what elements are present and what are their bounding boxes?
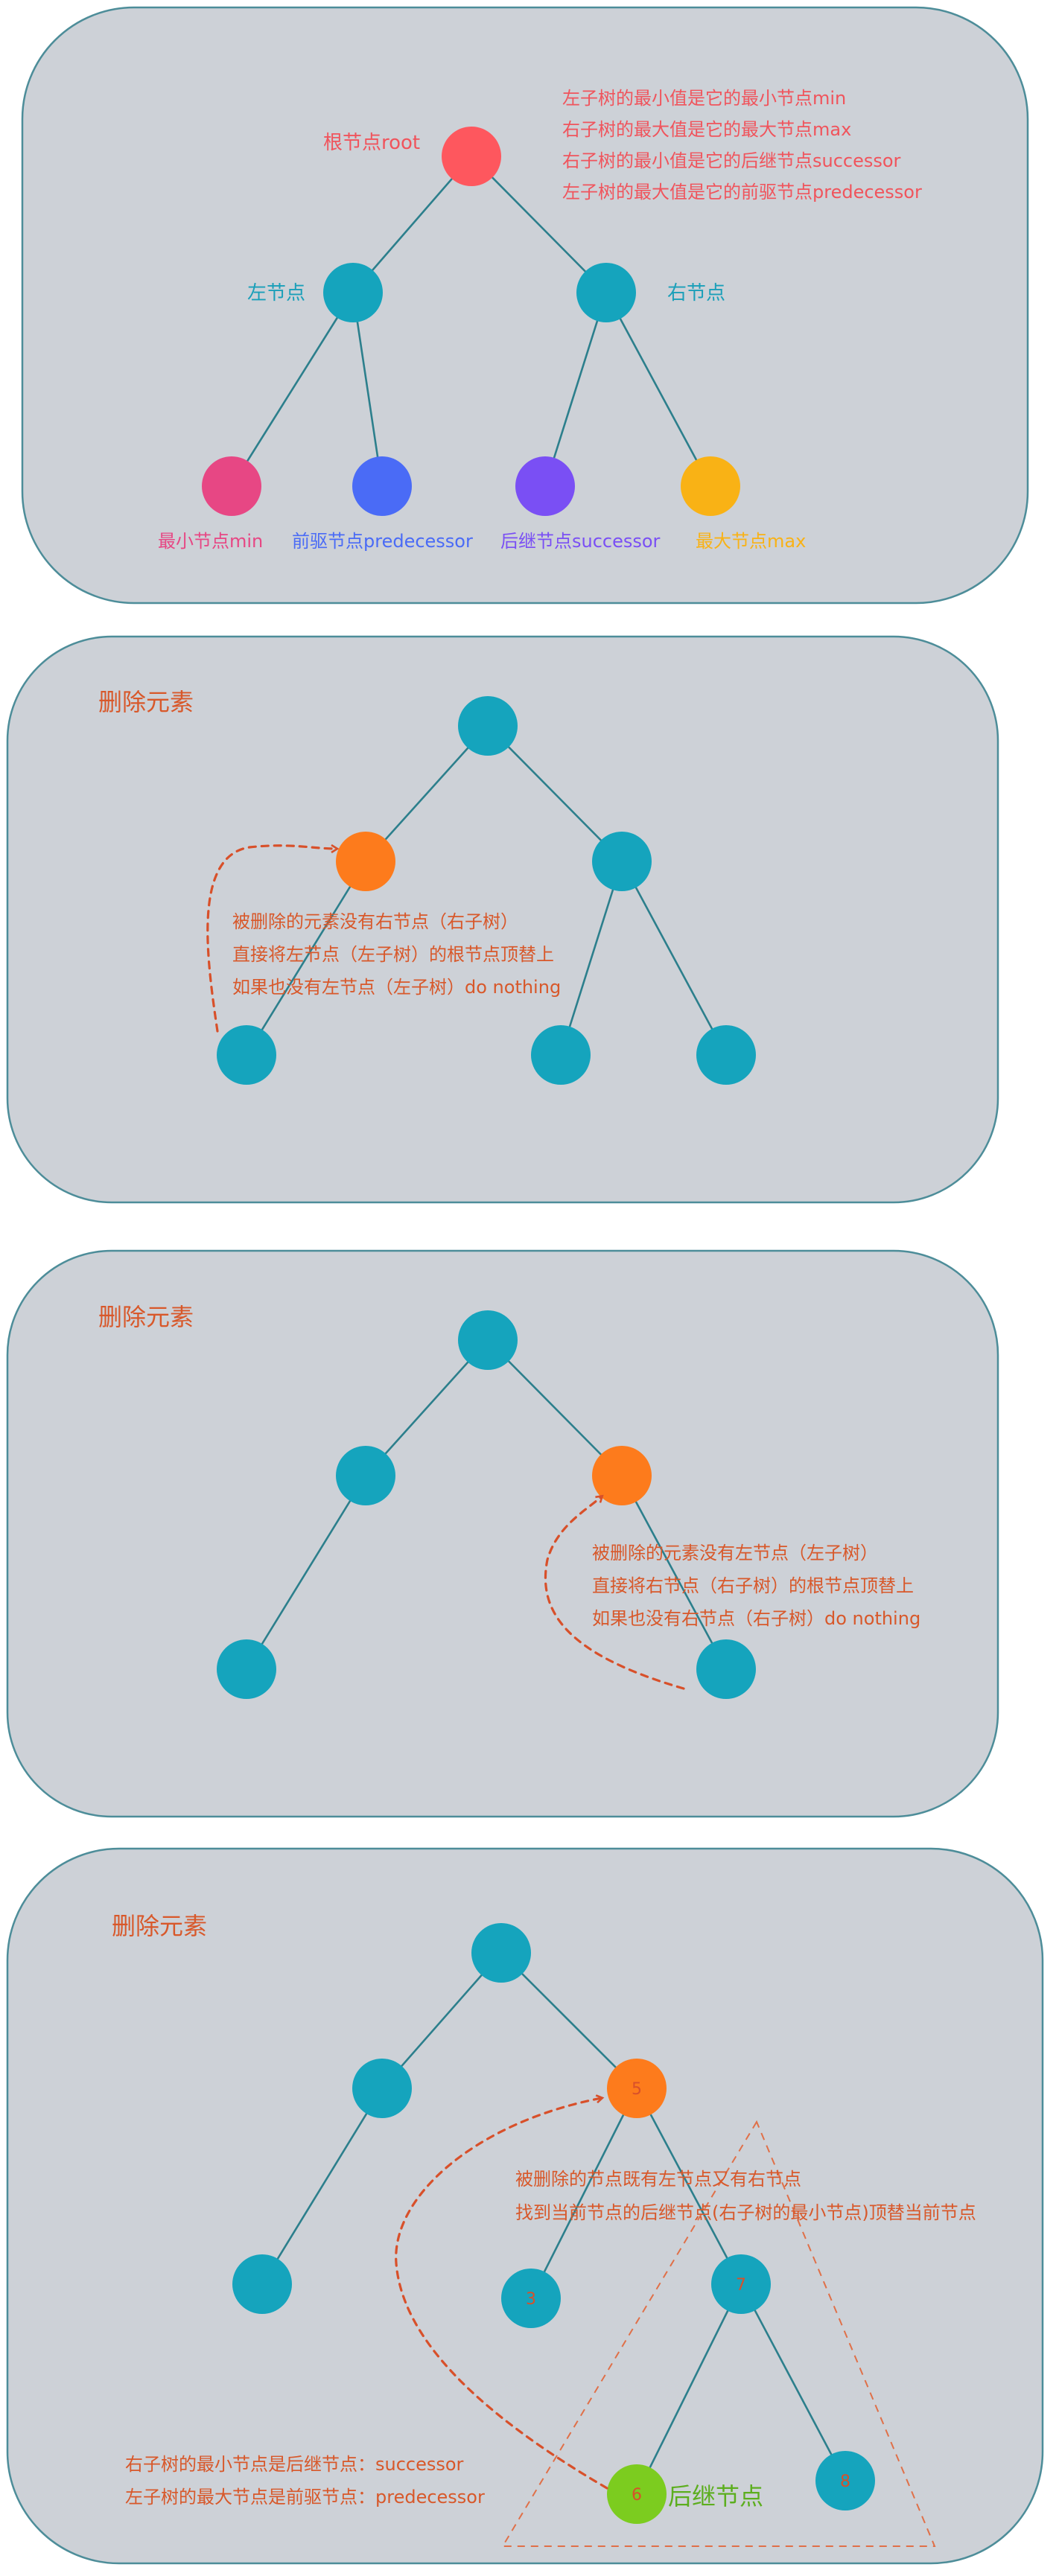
panel-4-background xyxy=(6,1847,1044,2565)
p2-replace-arrow xyxy=(206,846,337,1033)
p2-root-node xyxy=(458,696,518,756)
edge-p4-left-child xyxy=(261,2087,384,2286)
p4-note-2: 找到当前节点的后继节点(右子树的最小节点)顶替当前节点 xyxy=(515,2202,976,2223)
edge-left-min xyxy=(230,291,354,488)
p4-replace-arrow xyxy=(395,2098,608,2490)
root-label: 根节点root xyxy=(323,132,420,154)
p4-node-5 xyxy=(607,2059,667,2118)
max-node xyxy=(681,456,740,516)
p3-left-child-node xyxy=(217,1639,276,1699)
edge-p2-right-right xyxy=(620,860,728,1056)
successor-label: 后继节点successor xyxy=(500,531,661,552)
p2-left-child-node xyxy=(217,1025,276,1085)
right-subtree-triangle xyxy=(501,2120,936,2547)
p3-title: 删除元素 xyxy=(98,1303,194,1331)
p4-node-3 xyxy=(501,2269,561,2328)
edge-root-right xyxy=(470,155,608,294)
p3-note-1: 被删除的元素没有左节点（左子树） xyxy=(592,1543,878,1563)
p4-title: 删除元素 xyxy=(112,1912,207,1940)
p3-root-node xyxy=(458,1310,518,1370)
p4-root-node xyxy=(471,1923,531,1983)
note-line-1: 左子树的最小值是它的最小节点min xyxy=(562,88,846,109)
edge-p3-root-right xyxy=(486,1339,623,1477)
p3-left-node xyxy=(336,1446,395,1505)
edge-p3-left-child xyxy=(245,1474,367,1671)
min-label: 最小节点min xyxy=(158,531,263,552)
edge-p2-root-right xyxy=(486,724,623,863)
p3-note-2: 直接将右节点（右子树）的根节点顶替上 xyxy=(592,1575,914,1596)
edge-p3-right-child xyxy=(620,1474,728,1671)
p4-left-node xyxy=(352,2059,412,2118)
panel-delete-no-right: 删除元素 被删除的元素没有右节点（右子树） 直接将左节点（左子树）的根节点顶替上… xyxy=(6,635,999,1204)
p3-deleted-node xyxy=(592,1446,652,1505)
right-node-label: 右节点 xyxy=(667,282,725,305)
edge-p4-5-3 xyxy=(530,2087,638,2300)
p4-node-7 xyxy=(711,2254,771,2314)
panel-delete-no-left: 删除元素 被删除的元素没有左节点（左子树） 直接将右节点（右子树）的根节点顶替上… xyxy=(6,1249,999,1818)
left-node-label: 左节点 xyxy=(247,282,305,305)
p2-note-1: 被删除的元素没有右节点（右子树） xyxy=(232,911,518,932)
p4-node-5-value: 5 xyxy=(632,2080,642,2099)
p3-note-3: 如果也没有右节点（右子树）do nothing xyxy=(592,1608,920,1629)
right-node xyxy=(576,263,636,322)
edge-p2-right-left xyxy=(559,860,623,1056)
successor-node-label: 后继节点 xyxy=(668,2482,763,2510)
edge-left-pred xyxy=(352,291,384,488)
p4-node-7-value: 7 xyxy=(736,2276,746,2295)
p4-bottom-note-1: 右子树的最小节点是后继节点：successor xyxy=(125,2454,464,2475)
min-node xyxy=(202,456,261,516)
predecessor-label: 前驱节点predecessor xyxy=(292,531,473,552)
edge-p4-7-6 xyxy=(635,2283,742,2496)
edge-p4-root-right xyxy=(500,1951,638,2090)
edge-root-left xyxy=(352,155,473,294)
predecessor-node xyxy=(352,456,412,516)
note-line-2: 右子树的最大值是它的最大节点max xyxy=(562,119,851,140)
p4-node-6-value: 6 xyxy=(632,2486,642,2505)
p4-node-8 xyxy=(815,2451,875,2510)
panel-delete-two-children: 5 3 7 6 8 删除元素 被删除的节点既有左节点又有右节点 找到当前节点的后… xyxy=(6,1847,1044,2565)
p4-note-1: 被删除的节点既有左节点又有右节点 xyxy=(515,2169,801,2190)
p2-note-3: 如果也没有左节点（左子树）do nothing xyxy=(232,977,561,998)
edge-right-max xyxy=(605,291,712,488)
p4-bottom-note-2: 左子树的最大节点是前驱节点：predecessor xyxy=(125,2487,485,2508)
edge-p2-left-child xyxy=(245,860,367,1056)
p2-deleted-node xyxy=(336,832,395,891)
p2-title: 删除元素 xyxy=(98,688,194,716)
p2-note-2: 直接将左节点（左子树）的根节点顶替上 xyxy=(232,944,554,965)
panel-1-background xyxy=(21,6,1029,605)
p4-left-child-node xyxy=(232,2254,292,2314)
p4-node-3-value: 3 xyxy=(526,2290,536,2309)
edge-p4-root-left xyxy=(381,1951,503,2090)
note-line-3: 右子树的最小值是它的后继节点successor xyxy=(562,150,901,171)
note-line-4: 左子树的最大值是它的前驱节点predecessor xyxy=(562,182,922,203)
edge-right-succ xyxy=(544,291,608,488)
edge-p2-root-left xyxy=(364,724,489,863)
p2-rl-node xyxy=(531,1025,591,1085)
left-node xyxy=(323,263,383,322)
p2-rr-node xyxy=(696,1025,756,1085)
edge-p4-5-7 xyxy=(635,2087,742,2286)
panel-bst-overview: 根节点root 左节点 右节点 左子树的最小值是它的最小节点min 右子树的最大… xyxy=(21,6,1029,605)
max-label: 最大节点max xyxy=(696,531,806,552)
edge-p3-root-left xyxy=(364,1339,489,1477)
p3-right-child-node xyxy=(696,1639,756,1699)
root-node xyxy=(442,127,501,186)
edge-p4-7-8 xyxy=(740,2283,847,2482)
p4-node-8-value: 8 xyxy=(840,2473,850,2491)
p2-right-node xyxy=(592,832,652,891)
p4-node-6-successor xyxy=(607,2464,667,2524)
successor-node xyxy=(515,456,575,516)
